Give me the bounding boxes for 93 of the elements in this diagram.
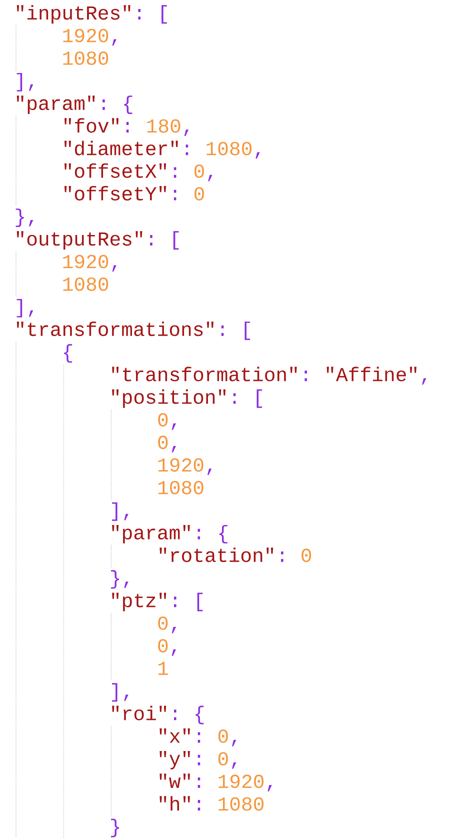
json-key: "inputRes": [16, 5, 130, 24]
colon: :: [198, 800, 200, 810]
string-value: "Affine": [326, 366, 416, 382]
colon: :: [138, 9, 140, 20]
comma: ,: [112, 39, 116, 46]
bracket: {: [196, 706, 204, 724]
number-value: 0: [194, 187, 204, 200]
comma: ,: [208, 174, 212, 182]
number-value: 1080: [63, 51, 108, 65]
comma: ,: [172, 446, 176, 452]
json-key: "h": [160, 796, 190, 810]
comma: ,: [268, 785, 272, 792]
bracket: [: [256, 389, 262, 408]
number-value: 1920: [63, 254, 108, 268]
comma: ,: [29, 220, 34, 226]
colon: :: [198, 528, 200, 540]
number-value: 1920: [63, 28, 108, 42]
comma: ,: [232, 762, 236, 769]
bracket: ]: [112, 683, 118, 702]
comma: ,: [172, 423, 176, 430]
number-value: 180: [147, 119, 180, 133]
colon: :: [233, 393, 236, 404]
comma: ,: [112, 265, 116, 272]
bracket: {: [124, 96, 132, 114]
json-key: "position": [112, 389, 226, 408]
bracket: [: [173, 231, 179, 250]
colon: :: [150, 235, 152, 246]
number-value: 1920: [158, 458, 204, 472]
json-key: "transformations": [16, 322, 214, 336]
bracket: }: [111, 570, 120, 589]
bracket: ]: [16, 298, 22, 318]
colon: :: [102, 99, 105, 110]
json-key: "roi": [112, 706, 166, 720]
number-value: 0: [218, 729, 228, 743]
number-value: 1920: [218, 774, 264, 788]
json-key: "outputRes": [16, 231, 142, 250]
comma: ,: [124, 582, 128, 588]
number-value: 0: [218, 752, 228, 766]
number-value: 1: [158, 662, 168, 675]
comma: ,: [256, 152, 260, 159]
number-value: 0: [302, 548, 312, 562]
number-value: 0: [194, 164, 204, 178]
number-value: 0: [158, 616, 168, 630]
json-key: "offsetY": [64, 186, 166, 200]
colon: :: [174, 710, 176, 720]
bracket: }: [111, 818, 120, 838]
json-key: "param": [112, 524, 190, 544]
json-key: "param": [16, 96, 95, 114]
colon: :: [198, 732, 200, 743]
json-key: "offsetX": [64, 163, 166, 178]
bracket: {: [64, 344, 72, 363]
number-value: 1080: [206, 142, 252, 156]
colon: :: [174, 596, 176, 608]
json-key: "ptz": [112, 592, 166, 612]
bracket: [: [162, 5, 167, 24]
bracket: [: [197, 592, 203, 612]
bracket: }: [16, 208, 24, 228]
comma: ,: [124, 514, 128, 520]
json-key: "fov": [64, 118, 118, 133]
json-key: "x": [160, 728, 190, 743]
colon: :: [198, 754, 200, 766]
json-key: "diameter": [64, 140, 178, 156]
comma: ,: [29, 84, 34, 91]
comma: ,: [172, 626, 176, 634]
json-key: "w": [160, 774, 190, 788]
comma: ,: [172, 649, 176, 656]
json-key: "y": [160, 750, 190, 770]
bracket: [: [244, 322, 250, 340]
colon: :: [174, 167, 176, 178]
colon: :: [198, 777, 200, 788]
comma: ,: [184, 130, 189, 136]
comma: ,: [124, 694, 128, 702]
number-value: 0: [158, 436, 168, 450]
colon: :: [174, 190, 176, 200]
json-key: "rotation": [160, 548, 274, 562]
colon: :: [304, 370, 307, 382]
bracket: {: [219, 524, 228, 544]
comma: ,: [207, 468, 212, 476]
number-value: 0: [158, 413, 168, 426]
bracket: ]: [112, 502, 118, 521]
number-value: 1080: [218, 797, 264, 811]
colon: :: [221, 325, 224, 336]
colon: :: [186, 144, 188, 156]
json-key: "transformation": [112, 366, 297, 382]
comma: ,: [232, 740, 236, 746]
number-value: 0: [158, 639, 168, 652]
number-value: 1080: [63, 277, 108, 291]
bracket: ]: [16, 72, 22, 92]
comma: ,: [422, 378, 426, 385]
comma: ,: [29, 310, 34, 317]
colon: :: [281, 551, 284, 562]
colon: :: [126, 122, 129, 132]
number-value: 1080: [158, 480, 204, 494]
